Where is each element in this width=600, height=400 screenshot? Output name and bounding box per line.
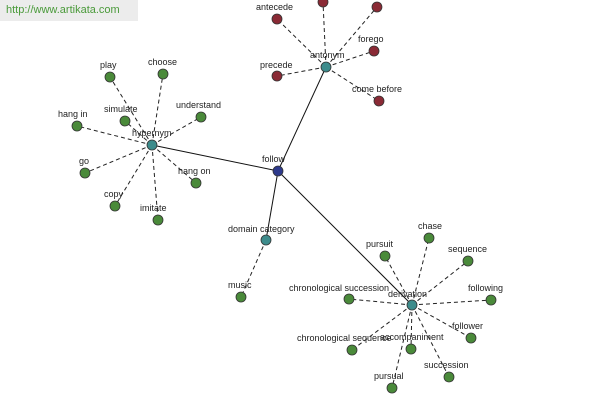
label-simulate: simulate <box>104 104 138 114</box>
edge-follow-derivation <box>277 170 413 306</box>
node-understand[interactable] <box>195 111 207 123</box>
node-following[interactable] <box>485 294 497 306</box>
label-music: music <box>228 280 252 290</box>
node-hang-on[interactable] <box>190 177 202 189</box>
edge-hypernym-hang-on <box>151 144 197 184</box>
center-node-follow[interactable] <box>272 165 284 177</box>
node-play[interactable] <box>104 71 116 83</box>
node-imitate[interactable] <box>152 214 164 226</box>
label-copy: copy <box>104 189 124 199</box>
node-choose[interactable] <box>157 68 169 80</box>
hub-node-derivation[interactable] <box>406 299 418 311</box>
edge-hypernym-understand <box>151 116 202 146</box>
label-succession: succession <box>424 360 469 370</box>
edge-hypernym-imitate <box>151 144 159 221</box>
hub-node-hypernym[interactable] <box>146 139 158 151</box>
edge-antonym-precede <box>276 66 327 77</box>
node-antecede[interactable] <box>271 13 283 25</box>
center-label: follow <box>262 154 286 164</box>
hub-label-antonym: antonym <box>310 50 345 60</box>
node-succession[interactable] <box>443 371 455 383</box>
edge-hypernym-play <box>109 76 153 146</box>
node-forego[interactable] <box>368 45 380 57</box>
edge-antonym-come-before <box>325 66 380 102</box>
edge-derivation-following <box>411 299 492 306</box>
hub-label-derivation: derivation <box>388 289 427 299</box>
node-accompaniment[interactable] <box>405 343 417 355</box>
node-pursual[interactable] <box>386 382 398 394</box>
edge-hypernym-choose <box>151 73 164 146</box>
edge-derivation-pursual <box>391 304 413 389</box>
edge-antonym-antecede <box>276 18 327 68</box>
hub-node-antonym[interactable] <box>320 61 332 73</box>
label-forego: forego <box>358 34 384 44</box>
label-antecede: antecede <box>256 2 293 12</box>
node-simulate[interactable] <box>119 115 131 127</box>
label-hang-in: hang in <box>58 109 88 119</box>
edge-derivation-chronological-sequence <box>351 304 413 351</box>
site-url-banner[interactable]: http://www.artikata.com <box>0 0 138 21</box>
node-go[interactable] <box>79 167 91 179</box>
graph-edges <box>76 1 492 389</box>
node-precede[interactable] <box>271 70 283 82</box>
label-chronological-succession: chronological succession <box>289 283 389 293</box>
label-sequence: sequence <box>448 244 487 254</box>
edge-hypernym-copy <box>114 144 153 207</box>
label-chronological-sequence: chronological sequence <box>297 333 392 343</box>
edge-hypernym-hang-in <box>76 125 153 146</box>
node-sequence[interactable] <box>462 255 474 267</box>
graph-nodes <box>71 0 497 394</box>
node-hang-in[interactable] <box>71 120 83 132</box>
label-go: go <box>79 156 89 166</box>
node-antonym-leaf-2[interactable] <box>371 1 383 13</box>
hub-label-domain-category: domain category <box>228 224 295 234</box>
node-pursuit[interactable] <box>379 250 391 262</box>
label-following: following <box>468 283 503 293</box>
label-chase: chase <box>418 221 442 231</box>
edge-hypernym-go <box>84 144 153 174</box>
label-accompaniment: accompaniment <box>380 332 444 342</box>
label-choose: choose <box>148 57 177 67</box>
label-hang-on: hang on <box>178 166 211 176</box>
edge-derivation-follower <box>411 304 472 339</box>
edge-follow-domain-category <box>265 170 279 241</box>
edge-antonym-leaf-1 <box>322 1 327 68</box>
hub-node-domain-category[interactable] <box>260 234 272 246</box>
edge-derivation-pursuit <box>384 255 413 306</box>
edge-antonym-leaf-2 <box>325 6 378 68</box>
node-antonym-leaf-1[interactable] <box>317 0 329 8</box>
edge-antonym-forego <box>325 50 375 68</box>
edge-derivation-sequence <box>411 260 469 306</box>
edge-hypernym-simulate <box>124 120 153 146</box>
edge-domain-category-music <box>240 239 267 298</box>
edge-derivation-chase <box>411 237 430 306</box>
node-come-before[interactable] <box>373 95 385 107</box>
label-precede: precede <box>260 60 293 70</box>
label-pursual: pursual <box>374 371 404 381</box>
edge-follow-antonym <box>277 66 327 172</box>
node-music[interactable] <box>235 291 247 303</box>
edge-derivation-chronological-succession <box>348 298 413 306</box>
hub-label-hypernym: hypernym <box>132 128 172 138</box>
node-chronological-succession[interactable] <box>343 293 355 305</box>
node-follower[interactable] <box>465 332 477 344</box>
label-follower: follower <box>452 321 483 331</box>
node-chase[interactable] <box>423 232 435 244</box>
node-chronological-sequence[interactable] <box>346 344 358 356</box>
edge-follow-hypernym <box>151 144 279 172</box>
node-copy[interactable] <box>109 200 121 212</box>
label-imitate: imitate <box>140 203 167 213</box>
label-pursuit: pursuit <box>366 239 394 249</box>
edge-derivation-accompaniment <box>410 304 413 350</box>
label-understand: understand <box>176 100 221 110</box>
graph-labels: antecede forego precede come before antonym p… <box>58 2 503 381</box>
label-come-before: come before <box>352 84 402 94</box>
label-play: play <box>100 60 117 70</box>
